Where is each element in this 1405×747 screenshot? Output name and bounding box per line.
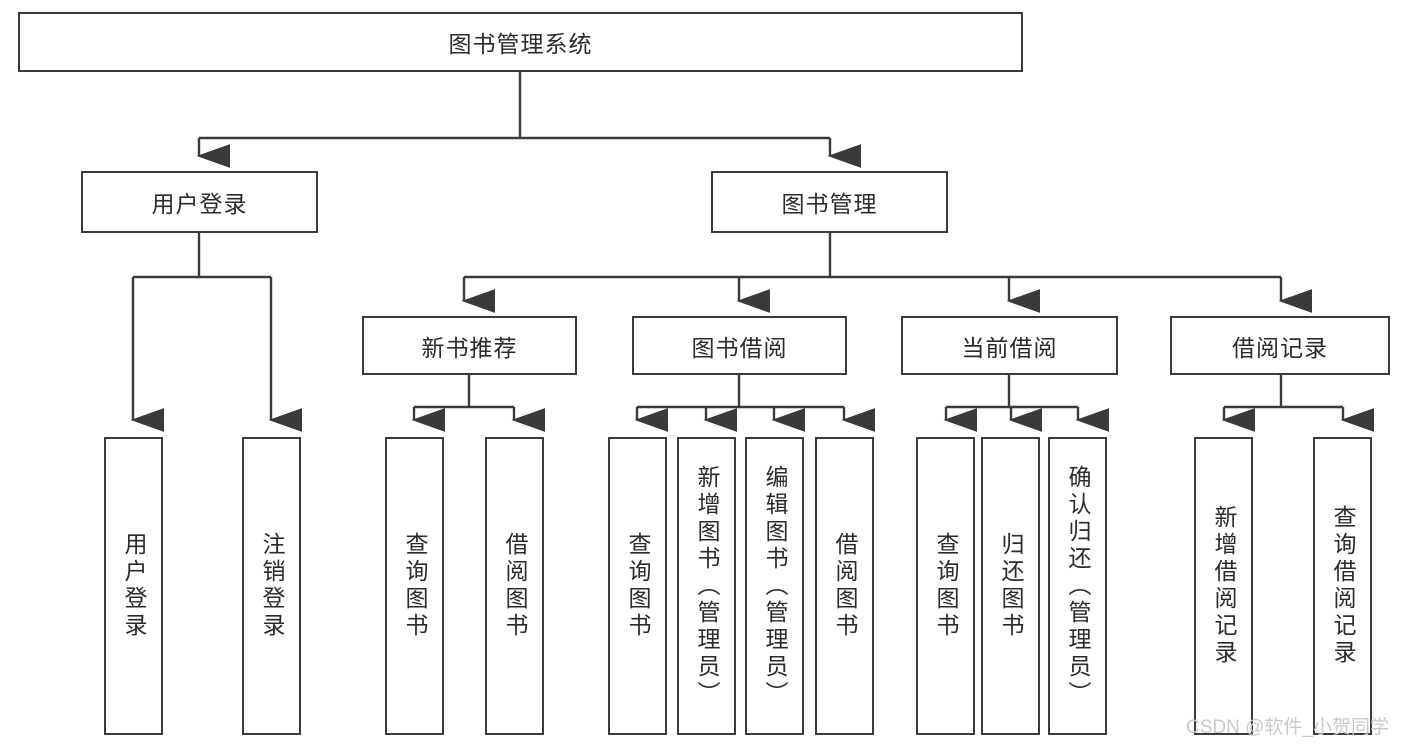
leaf-current-borrow-3[interactable]: 确认归还（管理员） [1048,437,1107,735]
leaf-book-borrow-2-label: 新增图书（管理员） [694,464,720,708]
node-book-borrow[interactable]: 图书借阅 [632,316,847,375]
leaf-user-login-1-label: 用户登录 [121,532,147,640]
leaf-new-book-rec-1-label: 查询图书 [402,532,428,640]
node-book-manage-label: 图书管理 [781,191,878,217]
leaf-book-borrow-4-label: 借阅图书 [832,532,858,640]
leaf-book-borrow-3-label: 编辑图书（管理员） [762,464,788,708]
leaf-borrow-record-1-label: 新增借阅记录 [1211,505,1237,667]
leaf-user-login-2[interactable]: 注销登录 [242,437,301,735]
node-user-login[interactable]: 用户登录 [81,171,318,233]
leaf-current-borrow-1[interactable]: 查询图书 [916,437,975,735]
leaf-current-borrow-3-label: 确认归还（管理员） [1065,464,1091,708]
leaf-user-login-2-label: 注销登录 [259,532,285,640]
leaf-borrow-record-2[interactable]: 查询借阅记录 [1313,437,1372,735]
leaf-new-book-rec-2-label: 借阅图书 [502,532,528,640]
node-new-book-rec[interactable]: 新书推荐 [362,316,577,375]
node-borrow-record[interactable]: 借阅记录 [1170,316,1390,375]
leaf-book-borrow-1-label: 查询图书 [625,532,651,640]
node-user-login-label: 用户登录 [151,191,248,217]
leaf-book-borrow-2[interactable]: 新增图书（管理员） [677,437,736,735]
node-book-manage[interactable]: 图书管理 [711,171,948,233]
leaf-book-borrow-1[interactable]: 查询图书 [608,437,667,735]
node-new-book-rec-label: 新书推荐 [421,334,518,361]
leaf-book-borrow-3[interactable]: 编辑图书（管理员） [745,437,804,735]
node-root-label: 图书管理系统 [448,31,593,57]
node-current-borrow-label: 当前借阅 [961,334,1058,361]
leaf-book-borrow-4[interactable]: 借阅图书 [815,437,874,735]
node-book-borrow-label: 图书借阅 [691,334,788,361]
leaf-current-borrow-2[interactable]: 归还图书 [981,437,1040,735]
csdn-watermark: CSDN @软件_小贺同学 [1186,717,1389,738]
leaf-new-book-rec-2[interactable]: 借阅图书 [485,437,544,735]
leaf-user-login-1[interactable]: 用户登录 [104,437,163,735]
leaf-borrow-record-1[interactable]: 新增借阅记录 [1194,437,1253,735]
leaf-current-borrow-2-label: 归还图书 [998,532,1024,640]
leaf-current-borrow-1-label: 查询图书 [933,532,959,640]
node-root[interactable]: 图书管理系统 [18,12,1023,72]
node-current-borrow[interactable]: 当前借阅 [901,316,1118,375]
leaf-new-book-rec-1[interactable]: 查询图书 [385,437,444,735]
leaf-borrow-record-2-label: 查询借阅记录 [1330,505,1356,667]
node-borrow-record-label: 借阅记录 [1232,334,1328,361]
